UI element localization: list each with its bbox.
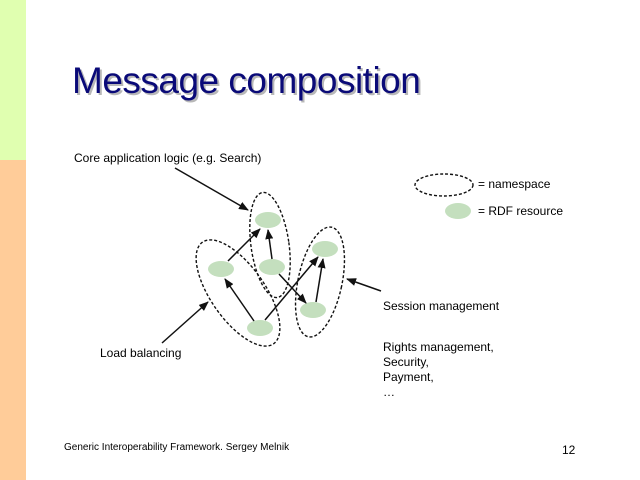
rights-item: … xyxy=(383,385,395,399)
rights-item: Rights management, xyxy=(383,340,494,354)
decor-bar-green xyxy=(0,0,26,160)
edge-arrow xyxy=(278,273,307,304)
decor-bar-orange xyxy=(0,160,26,480)
callout-arrow-load xyxy=(161,301,209,344)
edge-arrow xyxy=(265,229,274,260)
resource-node xyxy=(259,259,285,275)
resource-node xyxy=(312,241,338,257)
rights-item: Payment, xyxy=(383,370,434,384)
legend-namespace-icon xyxy=(414,173,474,197)
label-rights-list: Rights management, Security, Payment, … xyxy=(383,340,494,400)
callout-arrow-core xyxy=(174,167,249,211)
resource-node xyxy=(247,320,273,336)
legend-resource-icon xyxy=(445,203,471,219)
footer-text: Generic Interoperability Framework. Serg… xyxy=(64,442,290,453)
resource-node xyxy=(208,261,234,277)
resource-node xyxy=(300,302,326,318)
label-session: Session management xyxy=(383,299,500,313)
edge-arrow xyxy=(315,258,326,303)
legend-resource-label: = RDF resource xyxy=(478,204,564,218)
namespace-core xyxy=(249,191,291,299)
edge-arrow xyxy=(224,278,255,322)
legend-namespace-label: = namespace xyxy=(478,177,551,191)
namespace-session xyxy=(294,226,346,338)
edge-arrow xyxy=(227,228,261,262)
callout-arrow-session xyxy=(346,278,382,292)
resource-node xyxy=(255,212,281,228)
namespace-load xyxy=(195,239,281,347)
label-load-balancing: Load balancing xyxy=(100,346,182,360)
label-core-logic: Core application logic (e.g. Search) xyxy=(74,151,262,165)
page-number: 12 xyxy=(562,443,576,457)
slide-title: Message composition xyxy=(72,60,421,101)
rights-item: Security, xyxy=(383,355,429,369)
